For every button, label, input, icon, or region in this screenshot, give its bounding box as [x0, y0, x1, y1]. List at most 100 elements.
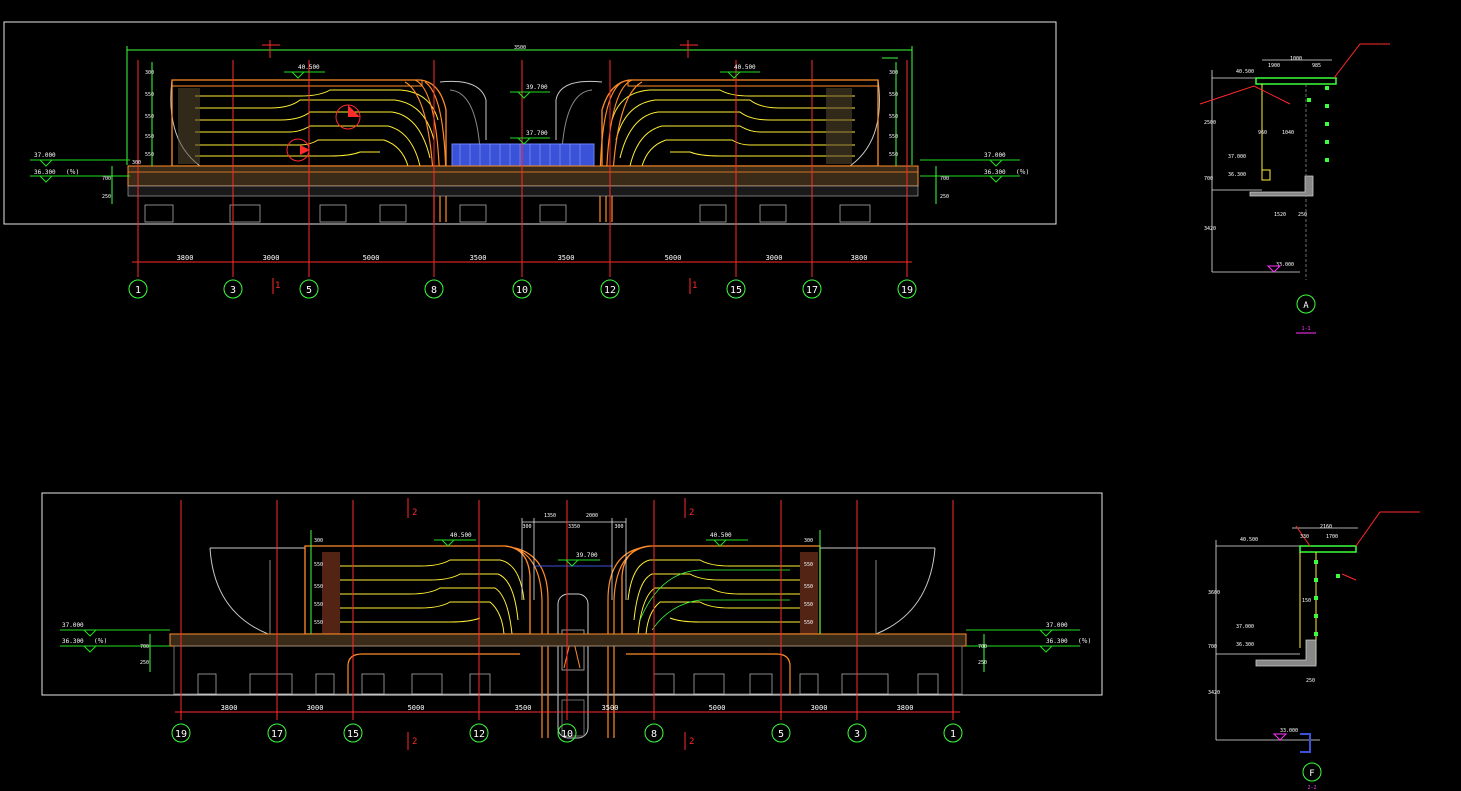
section-f-dim-2: 3420 — [1208, 690, 1220, 696]
elevation-2-span-2: 5000 — [408, 704, 425, 712]
elevation-1-span-1: 3000 — [263, 254, 280, 262]
elevation-1-side-dim-left-0: 300 — [145, 70, 154, 76]
elevation-2-side-dim-r0: 300 — [804, 538, 813, 544]
elevation-1-mid-level-1: 39.700 — [526, 84, 548, 91]
section-f-dim-1: 700 — [1208, 644, 1217, 650]
elevation-1-span-0: 3800 — [177, 254, 194, 262]
elevation-2-left-wing — [304, 545, 549, 738]
section-a-dim-2: 1520 — [1274, 212, 1286, 218]
elevation-2: 300 1350 3350 2000 300 — [41, 492, 1103, 750]
elevation-2-axis-label: 5 — [778, 729, 784, 740]
elevation-2-top-dim-2: 3350 — [568, 524, 580, 530]
elevation-2-side-dim-r2: 550 — [804, 584, 813, 590]
elevation-1-frame — [3, 21, 1057, 225]
section-f-dim-4: 150 — [1302, 598, 1311, 604]
section-f-dim-3: 250 — [1306, 678, 1315, 684]
elevation-2-span-4: 3500 — [602, 704, 619, 712]
elevation-1-bottom-dim-0: 300 — [132, 160, 141, 166]
section-a-level-0: 40.500 — [1236, 69, 1254, 75]
elevation-2-span-7: 3800 — [897, 704, 914, 712]
elevation-2-axis-label: 3 — [854, 729, 860, 740]
elevation-2-grid-lines — [175, 498, 960, 750]
elevation-2-side-dim-r1: 550 — [804, 562, 813, 568]
elevation-2-top-dim-3: 2000 — [586, 513, 598, 519]
section-a-level-3: 33.000 — [1276, 262, 1294, 268]
elevation-1-span-4: 3500 — [558, 254, 575, 262]
section-a-dim-0: 2500 — [1204, 120, 1216, 126]
elevation-1-side-dim-left-2: 550 — [145, 114, 154, 120]
elevation-1-axis-label: 8 — [431, 285, 437, 296]
section-f-top-dim-2: 1700 — [1326, 534, 1338, 540]
section-a-marker: A — [1303, 301, 1309, 311]
elevation-1-axis-label: 17 — [806, 285, 818, 296]
elevation-1-axis-label: 12 — [604, 285, 616, 296]
elevation-2-frame — [41, 492, 1103, 696]
elevation-1-bottom-dim-r1: 700 — [940, 176, 949, 182]
elevation-1-right-level-bottom: 36.300 — [984, 169, 1006, 176]
elevation-2-span-0: 3800 — [221, 704, 238, 712]
elevation-2-wing-outlines — [209, 547, 936, 635]
elevation-2-section-marker: 2 — [412, 737, 417, 747]
section-f-sub-label: 2-2 — [1307, 785, 1316, 791]
elevation-2-span-5: 5000 — [709, 704, 726, 712]
section-a-top-dim-0: 1000 — [1290, 56, 1302, 62]
elevation-2-section-marker: 2 — [689, 508, 694, 518]
elevation-1-side-dim-right-3: 550 — [889, 134, 898, 140]
elevation-1-section-marker-2: 1 — [692, 281, 697, 291]
elevation-1-ground-openings — [144, 204, 871, 223]
elevation-2-right-level-note: (％) — [1078, 638, 1091, 645]
elevation-2-axis-label: 10 — [561, 729, 573, 740]
elevation-2-bottom-dim-0: 700 — [140, 644, 149, 650]
section-a-dim-6: 1040 — [1282, 130, 1294, 136]
elevation-1-axis-label: 10 — [516, 285, 528, 296]
elevation-1-levels — [30, 71, 1020, 183]
elevation-1-glass-mullions — [459, 144, 581, 166]
elevation-2-axis-bubbles — [171, 723, 963, 743]
elevation-1-left-level-top: 37.000 — [34, 152, 56, 159]
elevation-1-roof-level-right: 40.500 — [734, 64, 756, 71]
section-a-dim-3: 250 — [1298, 212, 1307, 218]
elevation-2-left-level-note: (％) — [94, 638, 107, 645]
elevation-1-side-dim-left-4: 550 — [145, 152, 154, 158]
elevation-1-axis-label: 15 — [730, 285, 742, 296]
elevation-1-side-dim-right-1: 550 — [889, 92, 898, 98]
elevation-1-axis-bubbles — [128, 279, 917, 299]
elevation-1-glass-screen — [451, 143, 595, 167]
elevation-1-span-2: 5000 — [363, 254, 380, 262]
elevation-2-section-marker: 2 — [412, 508, 417, 518]
elevation-2-axis-label: 15 — [347, 729, 359, 740]
section-a-dim-1: 700 — [1204, 176, 1213, 182]
section-f-level-2: 36.300 — [1236, 642, 1254, 648]
elevation-2-roof-level-left: 40.500 — [450, 532, 472, 539]
elevation-2-side-dim-r4: 550 — [804, 620, 813, 626]
elevation-1-left-level-note: (％) — [66, 169, 79, 176]
elevation-1-axis-label: 19 — [901, 285, 913, 296]
section-a-top-dim-1: 1900 — [1268, 63, 1280, 69]
elevation-1: 3500 — [3, 21, 1057, 299]
elevation-2-side-dim-3: 550 — [314, 602, 323, 608]
elevation-2-span-6: 3000 — [811, 704, 828, 712]
elevation-1-side-dim-lines — [111, 62, 937, 204]
section-f-marker: F — [1309, 769, 1314, 779]
elevation-1-side-dim-right-0: 300 — [889, 70, 898, 76]
section-a-level-1: 37.000 — [1228, 154, 1246, 160]
elevation-2-left-level-bottom: 36.300 — [62, 638, 84, 645]
section-f-level-0: 40.500 — [1240, 537, 1258, 543]
section-f-level-1: 37.000 — [1236, 624, 1254, 630]
section-detail-a: 1000 1900 985 2500 700 1520 250 3420 960… — [1199, 43, 1390, 334]
section-a-sub-label: 1-1 — [1301, 326, 1310, 332]
elevation-2-levels — [60, 539, 1080, 653]
elevation-2-right-level-top: 37.000 — [1046, 622, 1068, 629]
section-a-dim-5: 960 — [1258, 130, 1267, 136]
section-f-marker-bubble — [1302, 762, 1322, 782]
elevation-1-span-7: 3800 — [851, 254, 868, 262]
elevation-1-span-6: 3000 — [766, 254, 783, 262]
elevation-1-right-level-top: 37.000 — [984, 152, 1006, 159]
section-f-top-dim-1: 330 — [1300, 534, 1309, 540]
elevation-1-axis-label: 5 — [306, 285, 312, 296]
elevation-1-mid-level-2: 37.700 — [526, 130, 548, 137]
elevation-1-side-dim-left-3: 550 — [145, 134, 154, 140]
elevation-1-section-marker: 1 — [275, 281, 280, 291]
section-f-top-dim-0: 2160 — [1320, 524, 1332, 530]
